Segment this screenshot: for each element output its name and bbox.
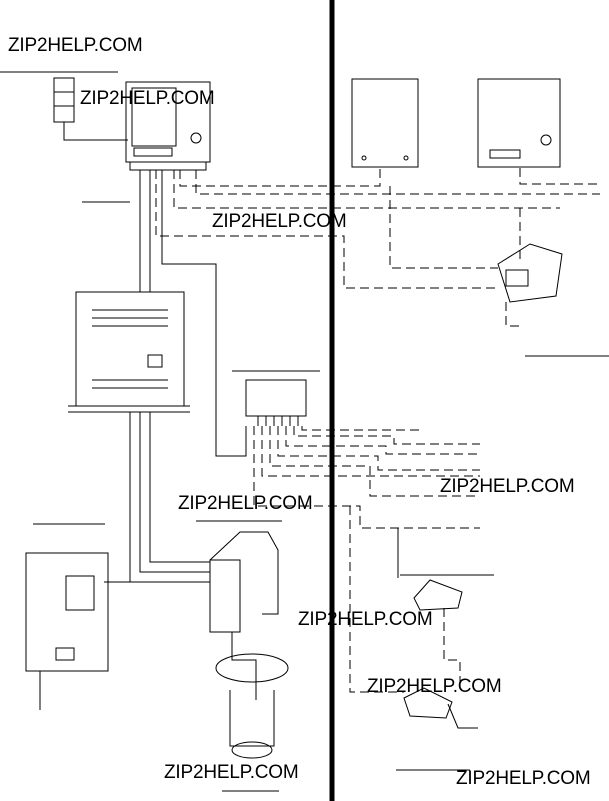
label-underlines — [0, 71, 609, 792]
watermark-text: ZIP2HELP.COM — [456, 768, 591, 789]
solid-cables — [104, 170, 399, 583]
interface-unit-3 — [403, 687, 453, 719]
watermark-text: ZIP2HELP.COM — [212, 211, 347, 232]
interface-unit-2 — [413, 579, 463, 611]
watermark-text: ZIP2HELP.COM — [178, 493, 313, 514]
leader-line — [447, 703, 478, 729]
watermark-text: ZIP2HELP.COM — [8, 35, 143, 56]
main-display-unit — [125, 81, 211, 171]
remote-controller — [53, 77, 128, 141]
display-unit-right-2 — [477, 78, 561, 168]
display-unit-right-1 — [351, 78, 419, 168]
watermark-text: ZIP2HELP.COM — [440, 476, 575, 497]
watermark-text: ZIP2HELP.COM — [298, 609, 433, 630]
watermark-text: ZIP2HELP.COM — [80, 88, 215, 109]
transducer-assembly — [209, 531, 289, 759]
interface-unit-1 — [497, 243, 563, 303]
power-supply-unit — [68, 291, 190, 413]
watermark-text: ZIP2HELP.COM — [367, 676, 502, 697]
watermark-text: ZIP2HELP.COM — [164, 762, 299, 783]
control-panel — [25, 552, 109, 710]
junction-box — [245, 379, 307, 426]
dashed-cables — [155, 168, 600, 693]
